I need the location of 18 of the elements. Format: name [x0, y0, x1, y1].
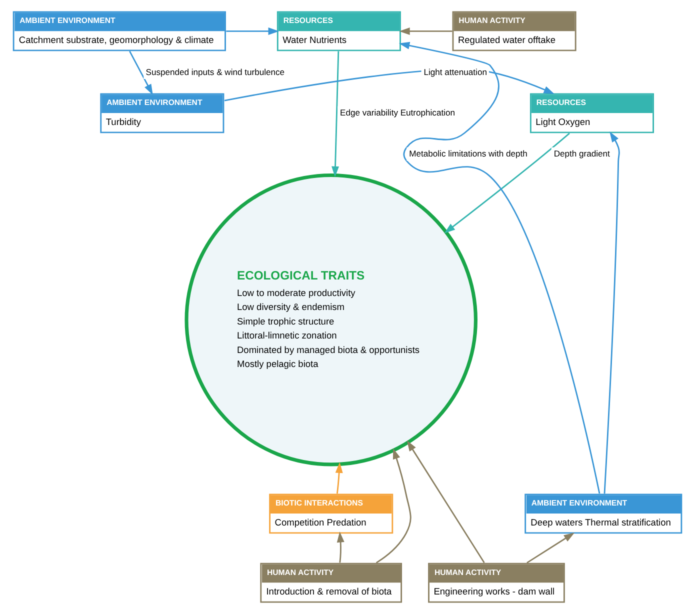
- arrow: [331, 51, 339, 178]
- edge-label: Metabolic limitations with depth: [408, 148, 527, 159]
- arrow: [398, 27, 452, 35]
- arrow: [128, 50, 152, 95]
- arrow: [526, 532, 574, 564]
- arrow: [398, 42, 600, 494]
- edge-label: Light attenuation: [423, 66, 486, 77]
- arrow: [406, 440, 484, 564]
- arrow: [334, 462, 342, 494]
- arrow: [336, 532, 344, 563]
- node-circle: ECOLOGICAL TRAITS Low to moderate productivity Low diversity & endemism Simple trophic structure Littoral-limnetic zonation Dominated by managed biota & opportunists Mostly pelagic biota: [184, 173, 477, 466]
- arrow: [603, 132, 620, 494]
- arrow: [444, 132, 570, 234]
- arrow: [375, 448, 411, 564]
- edge-label: Suspended inputs & wind turbulence: [145, 66, 284, 77]
- arrow: [226, 27, 278, 35]
- edge-label: Depth gradient: [553, 148, 610, 159]
- edge-label: Edge variability Eutrophication: [340, 108, 454, 118]
